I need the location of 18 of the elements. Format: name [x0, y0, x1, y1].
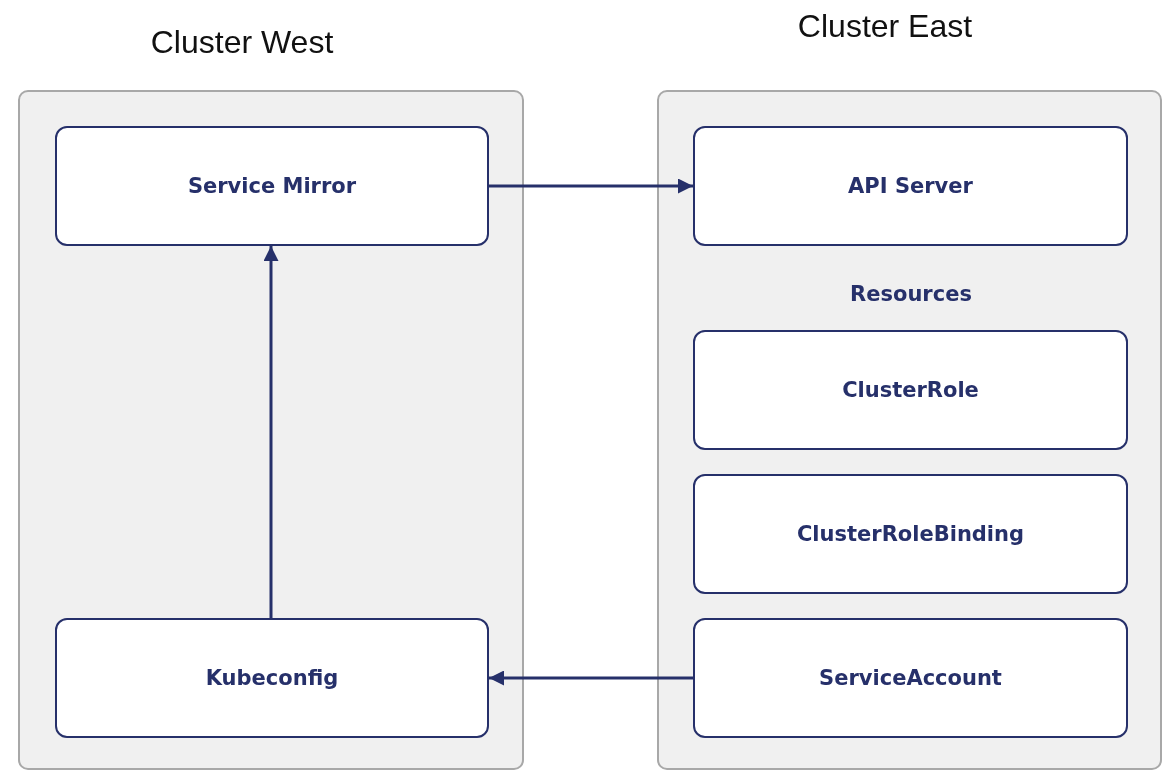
component-name: Service Mirror [187, 174, 357, 198]
component-box [693, 474, 1128, 594]
component-box [693, 126, 1128, 246]
component-name: ClusterRole [842, 378, 979, 402]
component-name: ServiceAccount [819, 666, 1002, 690]
arrow [489, 178, 693, 194]
component-box [55, 126, 489, 246]
arrow [489, 670, 693, 686]
cluster-title: Cluster West [150, 24, 334, 61]
component-name: ClusterRoleBinding [796, 522, 1025, 546]
component-box [693, 618, 1128, 738]
component-box [693, 330, 1128, 450]
component-box [55, 618, 489, 738]
component-name: Kubeconfig [205, 666, 339, 690]
section-label: Resources [850, 282, 972, 306]
component-name: API Server [848, 174, 973, 198]
cluster-title: Cluster East [797, 8, 973, 45]
arrow [263, 246, 279, 618]
